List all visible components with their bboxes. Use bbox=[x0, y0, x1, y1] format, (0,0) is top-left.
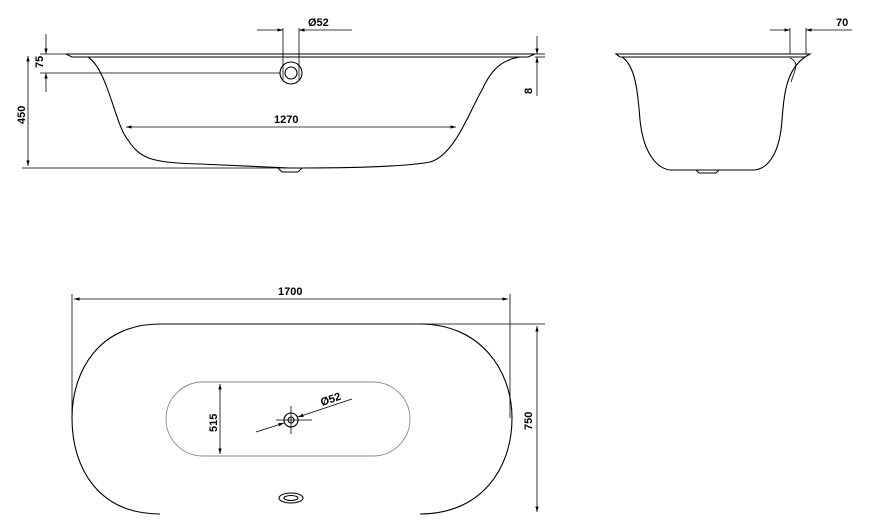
dim-drain-diameter-line bbox=[255, 422, 285, 433]
dim-end-rim-width: 70 bbox=[836, 17, 848, 29]
side-view: Ø52 75 450 1270 8 bbox=[16, 17, 545, 173]
dim-drain-diameter: Ø52 bbox=[319, 391, 343, 409]
end-tub-outline bbox=[621, 56, 806, 171]
end-foot bbox=[695, 169, 720, 174]
dim-inner-length: 1270 bbox=[274, 114, 298, 126]
dim-overflow-diameter: Ø52 bbox=[308, 17, 329, 29]
top-view: Ø52 1700 750 515 bbox=[71, 286, 545, 515]
end-rim bbox=[614, 53, 812, 58]
dim-rim-depth: 75 bbox=[34, 56, 46, 68]
top-overflow-inner bbox=[283, 494, 299, 502]
side-overflow-ring-inner bbox=[284, 66, 298, 80]
dim-rim-thickness: 8 bbox=[523, 88, 535, 94]
dim-total-height: 450 bbox=[16, 106, 28, 124]
dim-total-width: 750 bbox=[523, 412, 535, 430]
top-inner-basin bbox=[165, 381, 411, 457]
side-tub-outline bbox=[87, 56, 521, 169]
top-overflow-outer bbox=[278, 492, 304, 504]
end-view: 70 bbox=[614, 17, 852, 174]
side-foot bbox=[277, 167, 303, 173]
top-outer-outline bbox=[71, 323, 513, 515]
side-rim bbox=[65, 53, 536, 58]
dim-total-length: 1700 bbox=[278, 286, 302, 298]
dim-inner-width: 515 bbox=[208, 414, 220, 432]
